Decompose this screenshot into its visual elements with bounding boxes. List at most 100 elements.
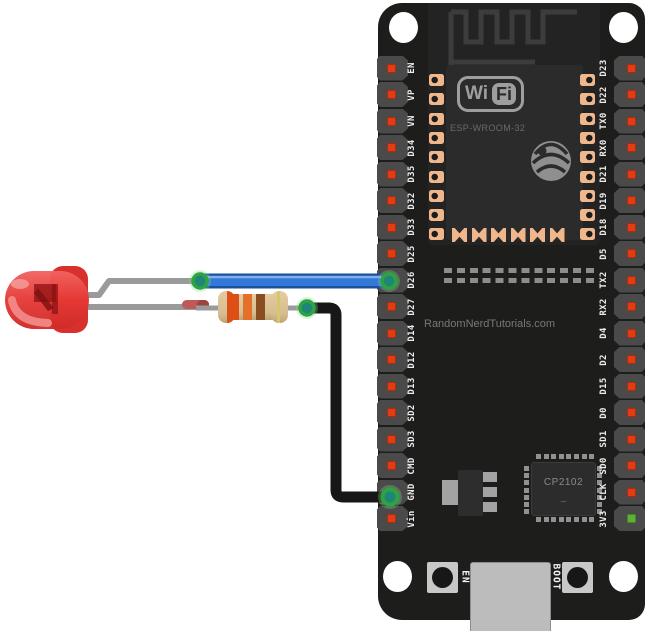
pin-right-D4[interactable] [614, 320, 645, 346]
resistor-band-gold [277, 291, 280, 323]
pin-left-D33[interactable] [377, 214, 408, 240]
pin-left-D12[interactable] [377, 347, 408, 372]
pin-right-RX0[interactable] [614, 135, 645, 160]
led-cathode-lead-end [182, 300, 209, 309]
pin-right-D22[interactable] [614, 82, 645, 107]
pin-marker-3V3 [627, 514, 636, 523]
chip-pin [524, 473, 529, 479]
pin-marker-TX2 [627, 275, 636, 285]
ground-wire-black[interactable] [301, 302, 395, 503]
pin-left-VN[interactable] [377, 108, 408, 134]
pin-label-D19: D19 [599, 191, 609, 210]
module-pad-bottom [471, 228, 487, 242]
pin-left-SD2[interactable] [377, 400, 408, 425]
pin-marker-D2 [627, 355, 636, 364]
chip-pin [524, 480, 529, 486]
pin-marker-D21 [627, 169, 636, 179]
pin-right-D2[interactable] [614, 347, 645, 372]
pin-left-D34[interactable] [377, 135, 408, 160]
pin-marker-D19 [627, 196, 636, 205]
pin-right-TX2[interactable] [614, 267, 645, 293]
chip-pin [536, 454, 541, 459]
usb-uart-chip-body: CP2102 – [531, 462, 596, 516]
module-dashes-row2 [444, 278, 597, 283]
pin-label-VN: VN [407, 115, 417, 127]
chip-pin [597, 494, 602, 500]
led-legs [84, 278, 198, 310]
pin-label-D33: D33 [407, 218, 417, 236]
pin-left-SD3[interactable] [377, 426, 408, 452]
pin-label-D5: D5 [599, 247, 609, 260]
connector-led-anode[interactable] [189, 270, 211, 292]
chip-pin [597, 466, 602, 471]
pin-label-3V3: 3V3 [599, 509, 609, 528]
pin-right-SD0[interactable] [614, 453, 645, 478]
mounting-hole-top-right [609, 12, 638, 43]
pin-left-Vin[interactable] [377, 506, 408, 531]
pin-left-D13[interactable] [377, 373, 408, 399]
pin-left-D14[interactable] [377, 320, 408, 346]
signal-wire-blue[interactable] [193, 273, 396, 289]
chip-pin [597, 480, 602, 486]
module-pad-left [429, 170, 444, 183]
esp32-board[interactable]: Wi Fi ESP-WROOM-32 RandomNerdTutorials.c… [378, 3, 645, 631]
mounting-hole-bottom-left [383, 561, 412, 592]
voltage-regulator-body [458, 470, 483, 516]
module-pad-left [429, 151, 444, 164]
pin-right-D21[interactable] [614, 161, 645, 187]
chip-pin [543, 454, 549, 459]
chip-pin [589, 454, 595, 459]
chip-pin [597, 509, 602, 515]
pin-left-CMD[interactable] [377, 453, 408, 478]
pin-right-CLK[interactable] [614, 479, 645, 505]
pin-marker-CMD [387, 461, 396, 470]
pin-label-SD0: SD0 [599, 456, 609, 475]
pin-left-GND[interactable] [377, 479, 408, 505]
pin-marker-GND [387, 487, 396, 497]
pin-left-VP[interactable] [377, 82, 408, 107]
pin-label-SD1: SD1 [599, 430, 609, 448]
module-pad-left [429, 93, 444, 106]
chip-pin [566, 517, 572, 522]
pin-right-SD1[interactable] [614, 426, 645, 452]
pin-right-D0[interactable] [614, 400, 645, 425]
pin-right-D5[interactable] [614, 241, 645, 266]
usb-uart-chip-mark: – [560, 496, 567, 507]
pin-left-D25[interactable] [377, 241, 408, 266]
module-pad-right [580, 131, 595, 144]
pin-right-D15[interactable] [614, 373, 645, 399]
chip-pin [543, 517, 549, 522]
pin-label-SD2: SD2 [407, 403, 417, 422]
pin-marker-RX2 [627, 302, 636, 311]
module-label: ESP-WROOM-32 [450, 123, 526, 133]
pin-right-D19[interactable] [614, 188, 645, 213]
module-pad-bottom [491, 228, 506, 242]
pin-label-GND: GND [407, 483, 417, 501]
chip-pin [551, 517, 557, 522]
pin-left-D35[interactable] [377, 161, 408, 187]
pin-right-3V3[interactable] [614, 506, 645, 531]
red-led[interactable] [5, 266, 89, 333]
connector-resistor-gnd-wire[interactable] [296, 297, 318, 319]
pin-right-RX2[interactable] [614, 294, 645, 319]
resistor[interactable] [196, 288, 306, 326]
pin-left-D32[interactable] [377, 188, 408, 213]
usb-uart-chip: CP2102 – [518, 448, 608, 528]
module-pad-left [429, 209, 444, 222]
pin-label-D4: D4 [599, 327, 609, 339]
chip-pin [524, 487, 529, 493]
module-pad-right [580, 170, 595, 183]
pin-marker-SD3 [387, 434, 396, 444]
pin-marker-D15 [627, 381, 636, 391]
pin-left-D26[interactable] [377, 267, 408, 293]
module-pad-bottom [549, 228, 565, 242]
pin-left-D27[interactable] [377, 294, 408, 319]
pin-right-D23[interactable] [614, 55, 645, 81]
chip-pin [597, 473, 602, 479]
pin-right-D18[interactable] [614, 214, 645, 240]
pin-left-EN[interactable] [377, 55, 408, 81]
pin-label-TX0: TX0 [599, 112, 609, 130]
chip-pin [524, 466, 529, 471]
espressif-logo-icon [531, 141, 571, 181]
pin-right-TX0[interactable] [614, 108, 645, 134]
